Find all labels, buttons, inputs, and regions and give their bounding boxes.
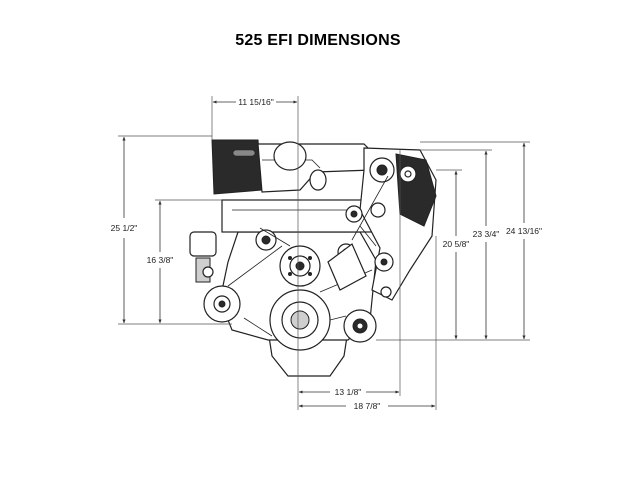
dimension-height-left-inner: 16 3/8" — [147, 200, 174, 324]
dimension-label-height-left-outer: 25 1/2" — [111, 223, 138, 233]
dimension-label-height-right-1: 20 5/8" — [443, 239, 470, 249]
dimension-label-width-top: 11 15/16" — [238, 97, 273, 107]
dimension-width-bottom-2: 18 7/8" — [298, 401, 436, 411]
dimension-height-left-outer: 25 1/2" — [111, 136, 138, 324]
dimension-label-height-right-2: 23 3/4" — [473, 229, 500, 239]
dimension-width-top: 11 15/16" — [212, 97, 298, 107]
page-title: 525 EFI DIMENSIONS — [235, 32, 401, 49]
dimension-height-right-2: 23 3/4" — [473, 150, 500, 340]
dimension-width-bottom-1: 13 1/8" — [298, 387, 400, 397]
dimension-height-right-1: 20 5/8" — [443, 170, 470, 340]
dimension-label-width-bottom-2: 18 7/8" — [354, 401, 381, 411]
engine-illustration — [189, 139, 437, 377]
dimension-label-height-left-inner: 16 3/8" — [147, 255, 174, 265]
dimension-label-height-right-3: 24 13/16" — [506, 226, 542, 236]
dimension-height-right-3: 24 13/16" — [506, 142, 542, 340]
dimension-label-width-bottom-1: 13 1/8" — [335, 387, 362, 397]
